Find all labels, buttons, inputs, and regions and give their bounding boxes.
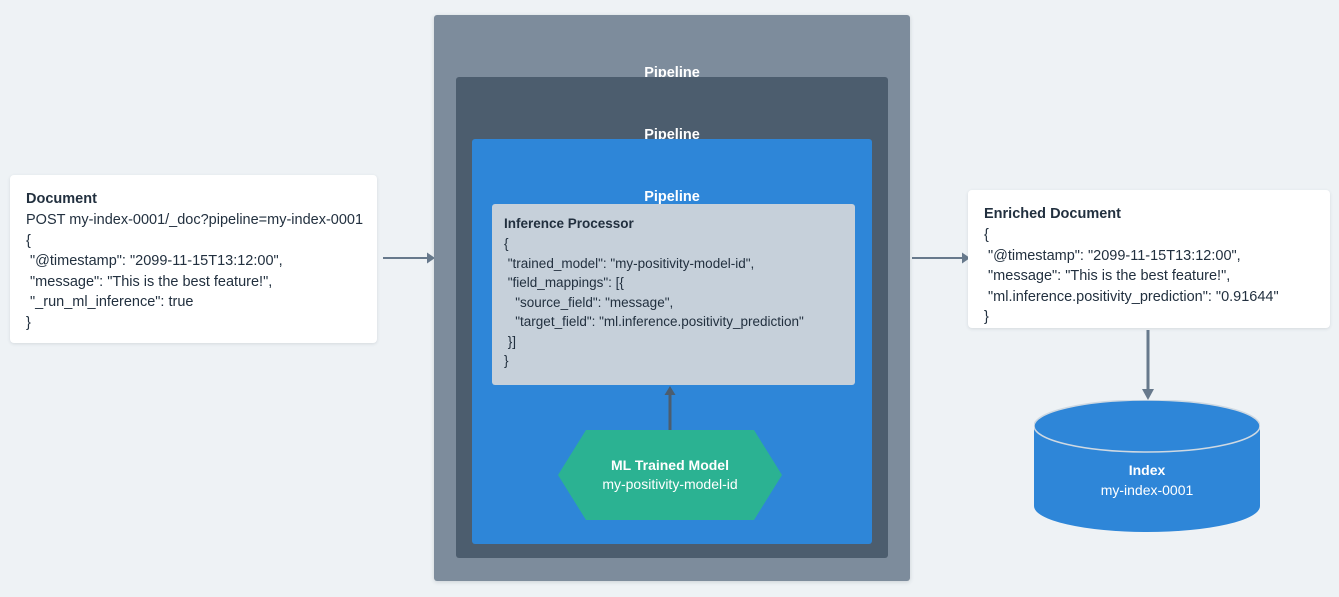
hexagon-shape-icon (558, 430, 782, 520)
document-line-5: } (26, 314, 31, 331)
enriched-document-line-0: { (984, 227, 989, 243)
processor-line-5: }] (504, 333, 517, 349)
processor-line-4: "target_field": "ml.inference.positivity… (504, 314, 804, 329)
processor-line-6: } (504, 353, 509, 368)
arrow-pipeline-to-enriched-icon (912, 248, 970, 268)
document-line-4: "_run_ml_inference": true (26, 294, 194, 310)
processor-line-2: "field_mappings": [{ (504, 275, 624, 290)
enriched-document-card: Enriched Document { "@timestamp": "2099-… (968, 190, 1330, 328)
arrow-model-to-processor-icon (660, 386, 680, 434)
inference-processor-card: Inference Processor { "trained_model": "… (492, 204, 855, 385)
processor-line-1: "trained_model": "my-positivity-model-id… (504, 255, 755, 271)
document-line-2: "@timestamp": "2099-11-15T13:12:00", (26, 253, 283, 269)
enriched-document-line-1: "@timestamp": "2099-11-15T13:12:00", (984, 247, 1241, 264)
ml-trained-model-node: ML Trained Model my-positivity-model-id (558, 430, 782, 520)
processor-title: Inference Processor (504, 216, 634, 231)
document-line-0: POST my-index-0001/_doc?pipeline=my-inde… (26, 212, 364, 228)
arrow-document-to-pipeline-icon (383, 248, 435, 268)
enriched-document-line-4: } (984, 309, 989, 325)
processor-line-0: { (504, 236, 509, 251)
arrow-enriched-to-index-icon (1138, 330, 1158, 400)
pipeline-inner-kind: Pipeline (644, 189, 700, 205)
document-title: Document (26, 191, 97, 207)
document-line-1: { (26, 232, 31, 249)
enriched-document-line-2: "message": "This is the best feature!", (984, 268, 1231, 284)
document-line-3: "message": "This is the best feature!", (26, 273, 273, 290)
index-cylinder-node: Index my-index-0001 (1034, 400, 1260, 532)
enriched-document-title: Enriched Document (984, 206, 1121, 222)
enriched-document-line-3: "ml.inference.positivity_prediction": "0… (984, 288, 1279, 305)
cylinder-shape-icon (1034, 400, 1260, 532)
processor-line-3: "source_field": "message", (504, 294, 674, 310)
document-card: Document POST my-index-0001/_doc?pipelin… (10, 175, 377, 343)
